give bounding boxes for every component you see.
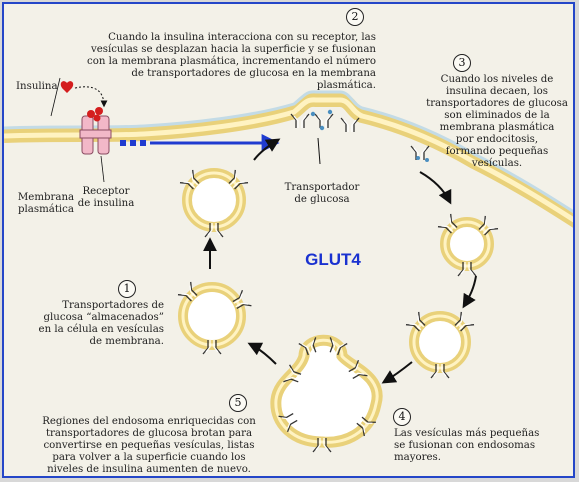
transporter-label: Transportador de glucosa [272,182,372,206]
step-4-number: 4 [393,408,411,426]
surface-transporter [315,114,333,128]
receptor-label: Receptor de insulina [74,186,138,210]
step-2-number: 2 [346,8,364,26]
receptor-leader-line [101,156,104,182]
vesicles [178,170,498,452]
diagram-frame: Insulina Membrana plasmática Receptor de… [2,2,575,478]
step-5-number: 5 [229,394,247,412]
vesicle [406,312,474,378]
cycle-arrow [464,276,476,306]
step-3-number: 3 [453,54,471,72]
signal-arrow [120,140,276,146]
cycle-arrow [384,362,412,382]
vesicle [438,214,498,276]
membrane-label: Membrana plasmática [8,192,84,216]
step-2-text: Cuando la insulina interacciona con su r… [24,32,376,92]
step-5-text: Regiones del endosoma enriquecidas con t… [18,416,280,476]
cycle-arrow [250,344,276,364]
vesicle [180,170,248,237]
cycle-arrow [420,172,450,202]
step-1-number: 1 [118,280,136,298]
vesicle [178,282,251,354]
glut4-title: GLUT4 [283,250,383,270]
insulin-receptor-graphic [80,107,111,154]
step-3-text: Cuando los niveles de insulina decaen, l… [420,74,574,170]
step-1-text: Transportadores de glucosa “almacenados”… [22,300,164,348]
step-4-text: Las vesículas más pequeñas se fusionan c… [394,428,564,464]
transporter-leader-line [318,138,320,164]
endosome [276,337,377,452]
